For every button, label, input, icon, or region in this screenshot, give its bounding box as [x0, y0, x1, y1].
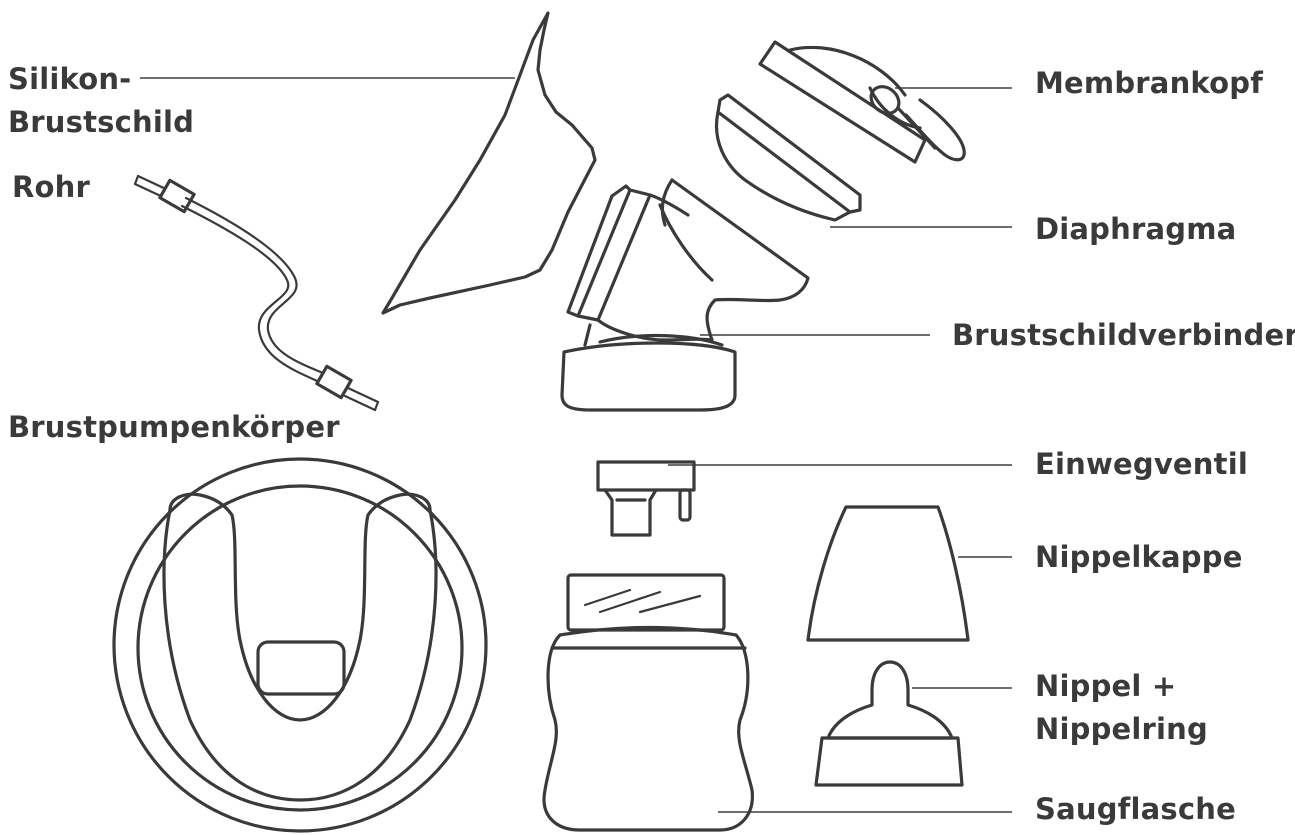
label-diaphragma: Diaphragma — [1035, 212, 1237, 246]
label-brustpumpenkoerper: Brustpumpenkörper — [8, 410, 340, 444]
leader-lines — [140, 77, 1012, 813]
label-silikon-brustschild-line1: Silikon- — [8, 62, 132, 96]
label-nippelkappe: Nippelkappe — [1035, 540, 1243, 574]
label-rohr: Rohr — [12, 170, 91, 204]
diaphragm-drawing — [714, 93, 862, 222]
label-silikon-brustschild-line2: Brustschild — [8, 105, 195, 139]
membrane-head-drawing — [758, 40, 966, 164]
label-nippel-line2: Nippelring — [1035, 712, 1208, 746]
breast-shield-connector-drawing — [560, 178, 810, 412]
tube-drawing — [133, 174, 380, 412]
nipple-ring-drawing — [814, 660, 964, 787]
one-way-valve-drawing — [596, 460, 696, 537]
feeding-bottle-drawing — [542, 573, 754, 832]
silicone-breast-shield-drawing — [381, 11, 597, 315]
label-einwegventil: Einwegventil — [1035, 447, 1248, 481]
nipple-cap-drawing — [806, 505, 970, 642]
label-brustschildverbinder: Brustschildverbinder — [952, 318, 1295, 352]
label-membrankopf: Membrankopf — [1035, 66, 1264, 100]
breast-pump-body-drawing — [112, 457, 488, 833]
label-nippel-line1: Nippel + — [1035, 669, 1177, 703]
label-saugflasche: Saugflasche — [1035, 792, 1236, 826]
